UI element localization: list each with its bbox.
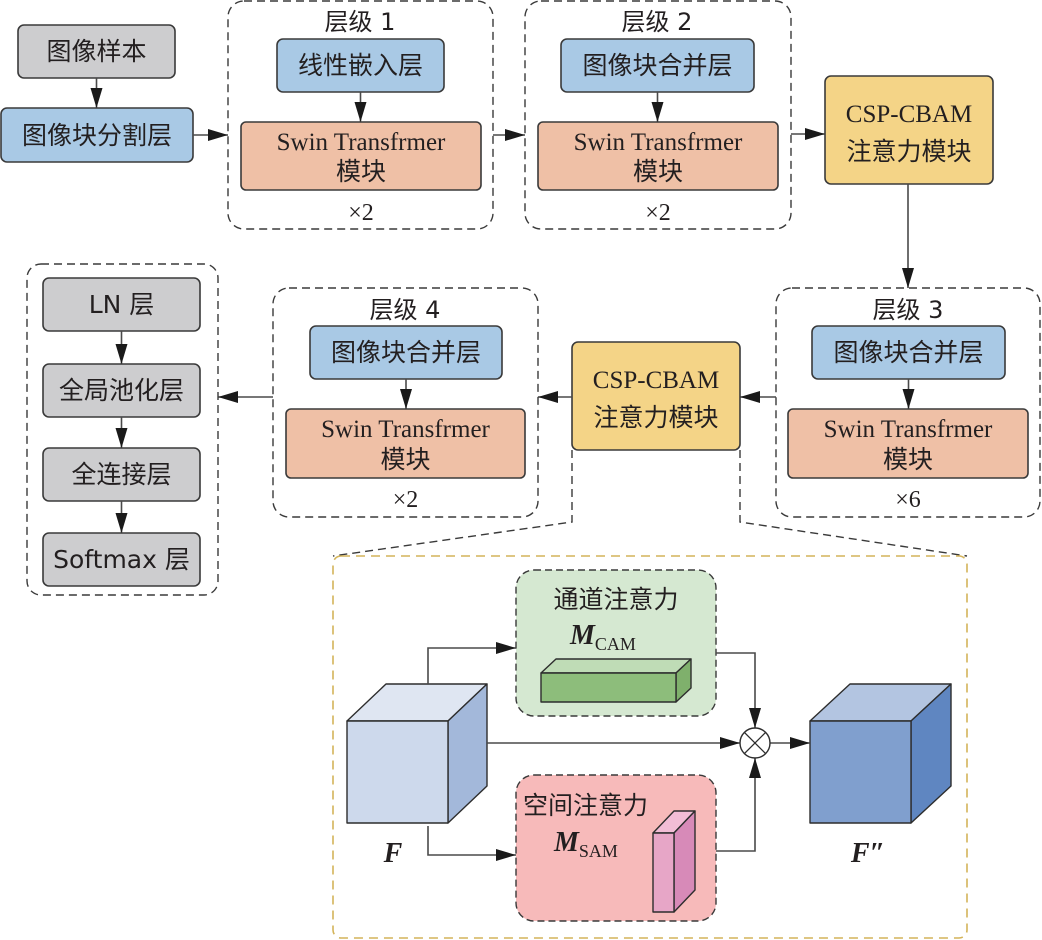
csp-cbam-1-box: [824, 75, 994, 185]
callout-line-right: [739, 450, 968, 557]
patch-partition-label: 图像块分割层: [22, 121, 172, 150]
softmax-label: Softmax 层: [53, 545, 190, 574]
stage-4-container: [272, 287, 539, 518]
m-cam-label: MCAM: [569, 620, 636, 654]
spatial-attention-slab-icon: [652, 810, 696, 913]
softmax-block: [42, 532, 201, 587]
swin-block-3-line1: Swin Transfrmer: [824, 416, 993, 443]
swin-block-2-line1: Swin Transfrmer: [574, 129, 743, 156]
callout-line-left: [332, 450, 573, 557]
stage-2-title: 层级 2: [622, 8, 693, 36]
stage-4-repeat: ×2: [393, 487, 419, 513]
image-sample-label: 图像样本: [46, 37, 146, 66]
cbam-detail-frame: [332, 555, 968, 939]
stage-4: 层级 4 图像块合并层 Swin Transfrmer 模块 ×2: [272, 287, 539, 518]
csp-cbam-1-line2: 注意力模块: [846, 137, 971, 166]
output-feature-cube: [809, 683, 952, 824]
ln-layer-label: LN 层: [89, 290, 155, 319]
m-sam-label: MSAM: [553, 827, 618, 861]
stage-2-container: [524, 0, 792, 230]
stage-1-title: 层级 1: [325, 8, 396, 36]
cbam-detail-panel: 通道注意力 MCAM 空间注意力 MSAM F: [332, 555, 968, 939]
fully-connected-label: 全连接层: [71, 460, 171, 489]
swin-transformer-block-4: [285, 408, 526, 479]
stage-2-repeat: ×2: [645, 200, 671, 226]
input-feature-label: F: [383, 838, 403, 869]
path-f-to-channel: [427, 642, 516, 684]
swin-block-3-line2: 模块: [883, 445, 933, 474]
stage-3-repeat: ×6: [895, 487, 921, 513]
swin-block-2-line2: 模块: [633, 157, 683, 186]
output-feature-label: F″: [850, 838, 885, 869]
stage-1: 层级 1 线性嵌入层 Swin Transfrmer 模块 ×2: [227, 0, 494, 230]
swin-block-4-line1: Swin Transfrmer: [321, 416, 490, 443]
swin-block-4-line2: 模块: [380, 445, 430, 474]
input-section: 图像样本 图像块分割层: [0, 24, 228, 163]
csp-cbam-1-line1: CSP-CBAM: [846, 101, 972, 128]
head-container: [26, 263, 219, 596]
swin-block-1-line1: Swin Transfrmer: [277, 129, 446, 156]
stage-1-container: [227, 0, 494, 230]
path-spatial-to-multiply: [716, 758, 761, 852]
path-f-to-spatial: [427, 826, 516, 861]
stage-1-repeat: ×2: [348, 200, 374, 226]
linear-embedding-label: 线性嵌入层: [298, 51, 423, 80]
stage-3-title: 层级 3: [873, 296, 944, 324]
csp-cbam-block-2: CSP-CBAM 注意力模块: [571, 341, 741, 451]
channel-attention-title: 通道注意力: [553, 585, 678, 614]
csp-cbam-2-box: [571, 341, 741, 451]
stage-3: 层级 3 图像块合并层 Swin Transfrmer 模块 ×6: [775, 287, 1041, 518]
patch-merging-3-label: 图像块合并层: [833, 338, 983, 367]
global-pool-label: 全局池化层: [59, 376, 184, 405]
path-channel-to-multiply: [716, 652, 761, 728]
input-feature-cube: [346, 683, 488, 824]
swin-transformer-block-3: [787, 408, 1029, 479]
detail-callout-lines: [332, 450, 968, 557]
channel-attention-bar-icon: [540, 658, 692, 703]
swin-transformer-block-1: [240, 121, 482, 191]
stage-2: 层级 2 图像块合并层 Swin Transfrmer 模块 ×2: [524, 0, 792, 230]
patch-merging-2-label: 图像块合并层: [582, 51, 732, 80]
csp-cbam-2-line2: 注意力模块: [593, 403, 718, 432]
swin-block-1-line2: 模块: [336, 157, 386, 186]
stage-4-title: 层级 4: [370, 296, 441, 324]
patch-merging-4-label: 图像块合并层: [331, 338, 481, 367]
classification-head: LN 层 全局池化层 全连接层 Softmax 层: [26, 263, 219, 596]
spatial-attention-title: 空间注意力: [523, 791, 648, 820]
csp-cbam-block-1: CSP-CBAM 注意力模块: [824, 75, 994, 185]
stage-3-container: [775, 287, 1041, 518]
csp-cbam-2-line1: CSP-CBAM: [593, 367, 719, 394]
swin-transformer-block-2: [537, 121, 779, 191]
multiply-operator-icon: [739, 727, 771, 759]
